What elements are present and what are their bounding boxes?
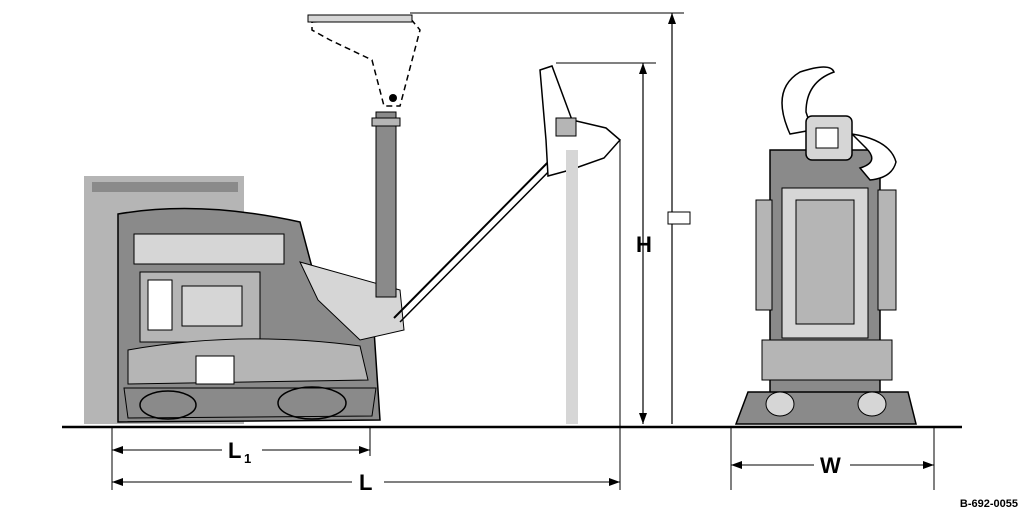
width-label: W — [820, 453, 841, 478]
length1-subscript: 1 — [244, 451, 251, 466]
height-label: H — [636, 232, 652, 257]
length-label: L — [359, 470, 372, 495]
handle-tube — [393, 149, 561, 319]
front-wheel-right — [857, 391, 887, 417]
handle-folded-dashed — [311, 17, 421, 107]
length-dimension: L — [112, 140, 621, 495]
reference-code: B-692-0055 — [959, 498, 1018, 510]
handle-head — [539, 65, 622, 177]
height-dimension: H — [410, 12, 691, 424]
front-wheel-left — [765, 391, 795, 417]
rear-wheel — [139, 390, 197, 420]
machine-side-view — [84, 14, 622, 424]
length1-dimension: L 1 — [111, 428, 371, 490]
steering-column — [375, 111, 397, 298]
width-dimension: W — [730, 428, 935, 490]
front-wheel — [277, 386, 347, 420]
front-handle — [781, 66, 835, 135]
length1-label: L — [228, 438, 241, 463]
machine-front-view — [734, 66, 917, 425]
